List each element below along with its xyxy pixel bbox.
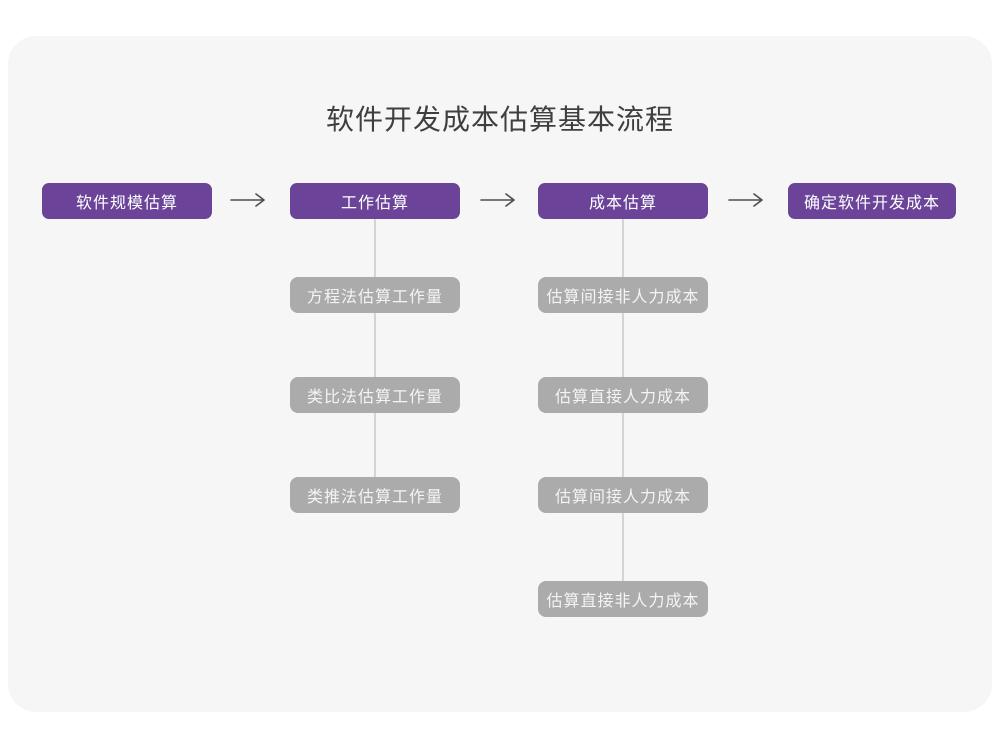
method-node-label: 方程法估算工作量 (306, 289, 443, 306)
method-node-indirect-nonlabor-cost: 估算间接非人力成本 (538, 277, 708, 313)
flow-node-cost-estimation: 成本估算 (538, 183, 708, 219)
arrow-right-icon (228, 192, 268, 208)
arrow-right-icon (478, 192, 518, 208)
method-node-indirect-labor-cost: 估算间接人力成本 (538, 477, 708, 513)
method-node-label: 估算直接人力成本 (554, 389, 691, 406)
method-node-equation-method: 方程法估算工作量 (290, 277, 460, 313)
method-node-analogy-method: 类比法估算工作量 (290, 377, 460, 413)
diagram-title: 软件开发成本估算基本流程 (325, 104, 674, 135)
flow-node-label: 确定软件开发成本 (803, 195, 940, 212)
arrow-right-icon (726, 192, 766, 208)
method-node-direct-labor-cost: 估算直接人力成本 (538, 377, 708, 413)
diagram-card (8, 36, 992, 712)
method-node-label: 类推法估算工作量 (306, 489, 443, 506)
flow-node-software-scale-estimation: 软件规模估算 (42, 183, 212, 219)
flow-node-determine-development-cost: 确定软件开发成本 (788, 183, 956, 219)
connector-line-work-column (374, 218, 376, 495)
flow-node-label: 软件规模估算 (75, 195, 178, 212)
flow-node-label: 工作估算 (340, 195, 409, 212)
flow-node-work-estimation: 工作估算 (290, 183, 460, 219)
method-node-label: 估算直接非人力成本 (546, 593, 700, 610)
method-node-direct-nonlabor-cost: 估算直接非人力成本 (538, 581, 708, 617)
method-node-label: 估算间接非人力成本 (546, 289, 700, 306)
flow-node-label: 成本估算 (588, 195, 657, 212)
method-node-label: 估算间接人力成本 (554, 489, 691, 506)
method-node-extrapolation-method: 类推法估算工作量 (290, 477, 460, 513)
method-node-label: 类比法估算工作量 (306, 389, 443, 406)
